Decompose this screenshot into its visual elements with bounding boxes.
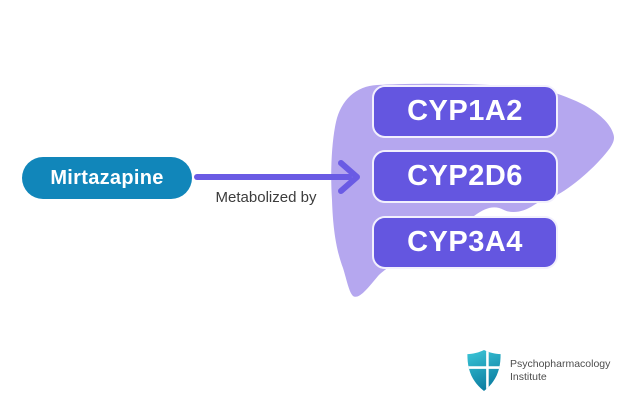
arrowhead-icon: [338, 160, 360, 194]
branding-name-line1: Psychopharmacology: [510, 358, 611, 370]
enzyme-label: CYP3A4: [407, 226, 523, 258]
arrow-label: Metabolized by: [215, 189, 317, 206]
drug-node: Mirtazapine: [22, 157, 192, 199]
drug-node-label: Mirtazapine: [50, 166, 164, 189]
enzyme-node-cyp2d6: CYP2D6: [372, 150, 558, 203]
enzyme-label: CYP1A2: [407, 95, 523, 127]
enzyme-node-cyp3a4: CYP3A4: [372, 216, 558, 269]
branding-name-line2: Institute: [510, 370, 547, 383]
shield-logo-icon: [467, 349, 501, 392]
enzyme-node-cyp1a2: CYP1A2: [372, 85, 558, 138]
branding-name: Psychopharmacology Institute: [510, 358, 610, 383]
enzyme-label: CYP2D6: [407, 160, 523, 192]
branding-footer: Psychopharmacology Institute: [466, 349, 610, 392]
